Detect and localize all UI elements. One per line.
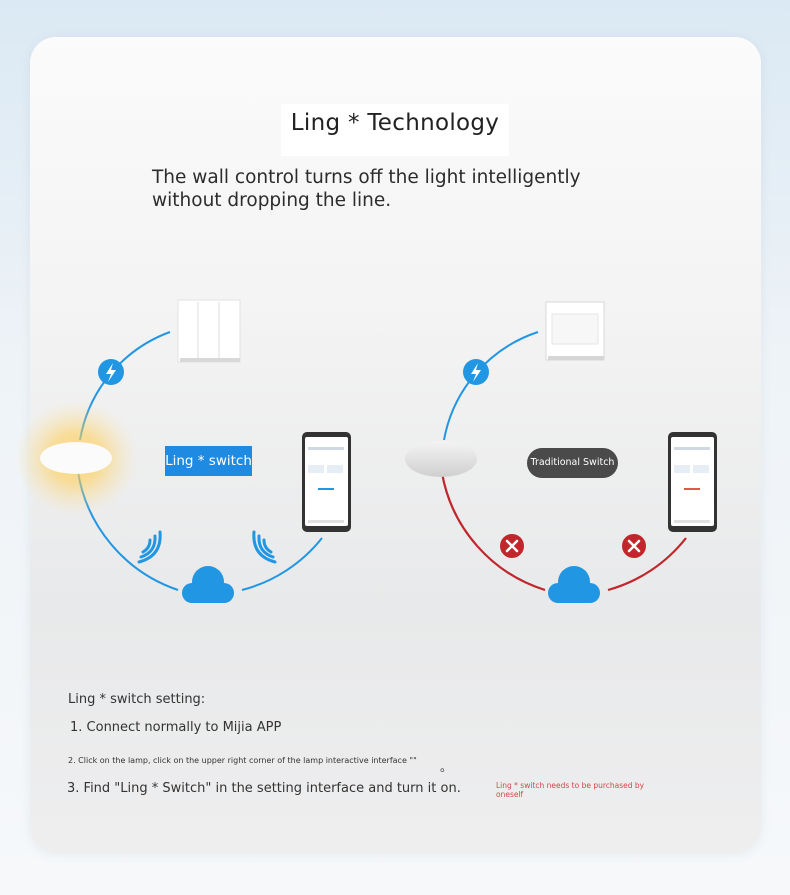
instruction-step-3: 3. Find "Ling * Switch" in the setting i… bbox=[67, 781, 461, 796]
lightning-icon bbox=[463, 359, 489, 385]
wall-switch-icon bbox=[177, 299, 241, 363]
lightning-icon bbox=[98, 359, 124, 385]
broken-line-right bbox=[607, 537, 687, 592]
ling-switch-label: Ling * switch bbox=[165, 446, 252, 476]
phone-icon bbox=[302, 432, 351, 532]
connection-line-top-right bbox=[443, 331, 539, 441]
instruction-step-2-mark: 。 bbox=[440, 760, 453, 774]
instruction-step-1: 1. Connect normally to Mijia APP bbox=[70, 720, 282, 735]
ceiling-lamp-icon bbox=[14, 400, 138, 516]
wifi-signal-icon bbox=[137, 530, 277, 564]
purchase-note: Ling * switch needs to be purchased by o… bbox=[496, 781, 645, 799]
x-icon bbox=[500, 534, 524, 558]
instruction-step-2: 2. Click on the lamp, click on the upper… bbox=[68, 756, 417, 765]
instructions-heading: Ling * switch setting: bbox=[68, 692, 206, 707]
title-box: Ling * Technology bbox=[281, 104, 509, 156]
x-icon bbox=[622, 534, 646, 558]
page-title: Ling * Technology bbox=[290, 110, 500, 136]
page-subtitle: The wall control turns off the light int… bbox=[152, 167, 581, 211]
ceiling-lamp-icon bbox=[405, 441, 477, 477]
cloud-icon bbox=[548, 566, 600, 603]
connection-line-bottom-right bbox=[241, 537, 323, 591]
left-diagram bbox=[14, 299, 351, 603]
phone-icon bbox=[668, 432, 717, 532]
traditional-switch-label: Traditional Switch bbox=[527, 448, 618, 478]
wall-switch-icon bbox=[545, 301, 605, 361]
broken-line-left bbox=[440, 472, 546, 592]
cloud-icon bbox=[182, 566, 234, 603]
right-diagram bbox=[405, 301, 717, 603]
content-card bbox=[30, 37, 761, 852]
